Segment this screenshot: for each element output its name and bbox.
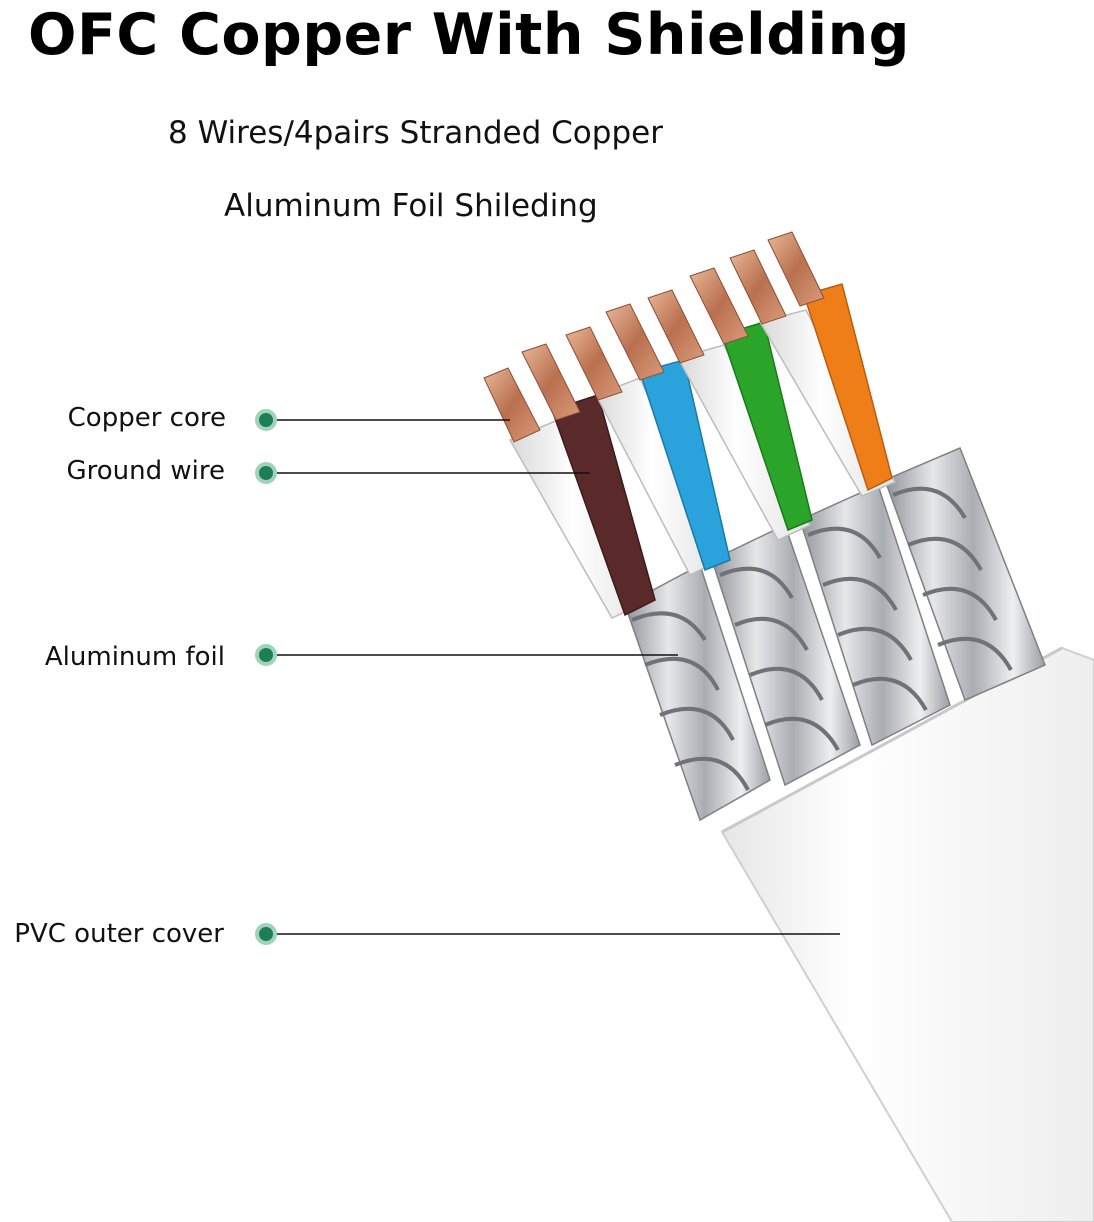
- label-ground-wire: Ground wire: [66, 456, 225, 486]
- page-title: OFC Copper With Shielding: [28, 2, 910, 68]
- foil-bundle-2: [711, 523, 861, 787]
- subtitle-wires: 8 Wires/4pairs Stranded Copper: [168, 115, 663, 151]
- wire-green: [721, 321, 813, 532]
- foil-bundle-1: [624, 563, 771, 822]
- wire-blue: [639, 359, 731, 571]
- label-pvc-outer-cover: PVC outer cover: [14, 919, 224, 949]
- foil-bundle-4: [884, 447, 1046, 702]
- marker-pvc-outer-cover: [255, 923, 277, 945]
- insulated-wires: [508, 283, 897, 619]
- label-copper-core: Copper core: [67, 403, 226, 433]
- subtitle-shielding: Aluminum Foil Shileding: [224, 188, 598, 224]
- foil-bundle-3: [799, 483, 951, 747]
- callout-leaders: [255, 409, 840, 945]
- copper-cores: [483, 231, 825, 443]
- marker-copper-core: [255, 409, 277, 431]
- label-aluminum-foil: Aluminum foil: [44, 642, 225, 672]
- wire-brown: [551, 394, 656, 617]
- wire-orange: [803, 283, 893, 492]
- marker-ground-wire: [255, 462, 277, 484]
- foil-shield-bundles: [624, 447, 1046, 822]
- marker-aluminum-foil: [255, 644, 277, 666]
